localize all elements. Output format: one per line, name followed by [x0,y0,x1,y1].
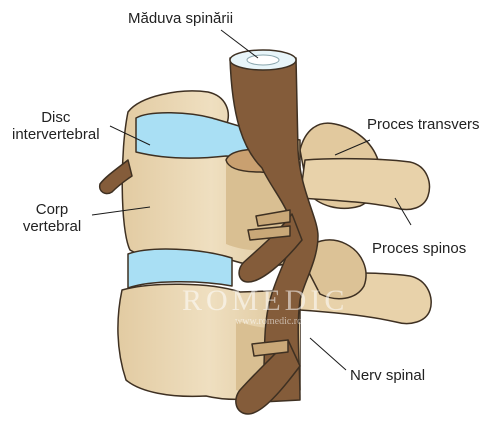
leader-disc [109,125,151,146]
leader-spinal-cord [220,29,259,59]
leader-spinous [394,197,412,226]
leader-body [91,206,151,216]
label-disc-line2: intervertebral [12,126,100,143]
label-body: Corp vertebral [12,201,92,235]
label-spinal-cord: Măduva spinării [128,10,234,27]
intervertebral-disc-lower [127,248,233,289]
label-nerve: Nerv spinal [350,367,426,384]
label-disc-line1: Disc [41,109,71,126]
label-transverse: Proces transvers [367,116,480,133]
transverse-process-lower [299,239,367,300]
nerve-rootlet-upper2 [247,225,291,241]
spinous-process-upper [299,157,431,211]
label-disc: Disc intervertebral [12,109,100,143]
leader-transverse [334,139,371,156]
watermark-url: www.romedic.ro [235,316,303,327]
spinal-nerve-lower [235,339,301,415]
nerve-rootlet-lower [251,339,289,357]
label-spinous: Proces spinos [372,240,467,257]
label-body-line2: vertebral [22,218,82,235]
nerve-rootlet-upper [255,209,291,227]
spinal-nerve-left [98,159,133,195]
label-body-line1: Corp [35,201,69,218]
leader-nerve [309,337,347,371]
watermark-brand: ROMEDIC [182,284,349,317]
